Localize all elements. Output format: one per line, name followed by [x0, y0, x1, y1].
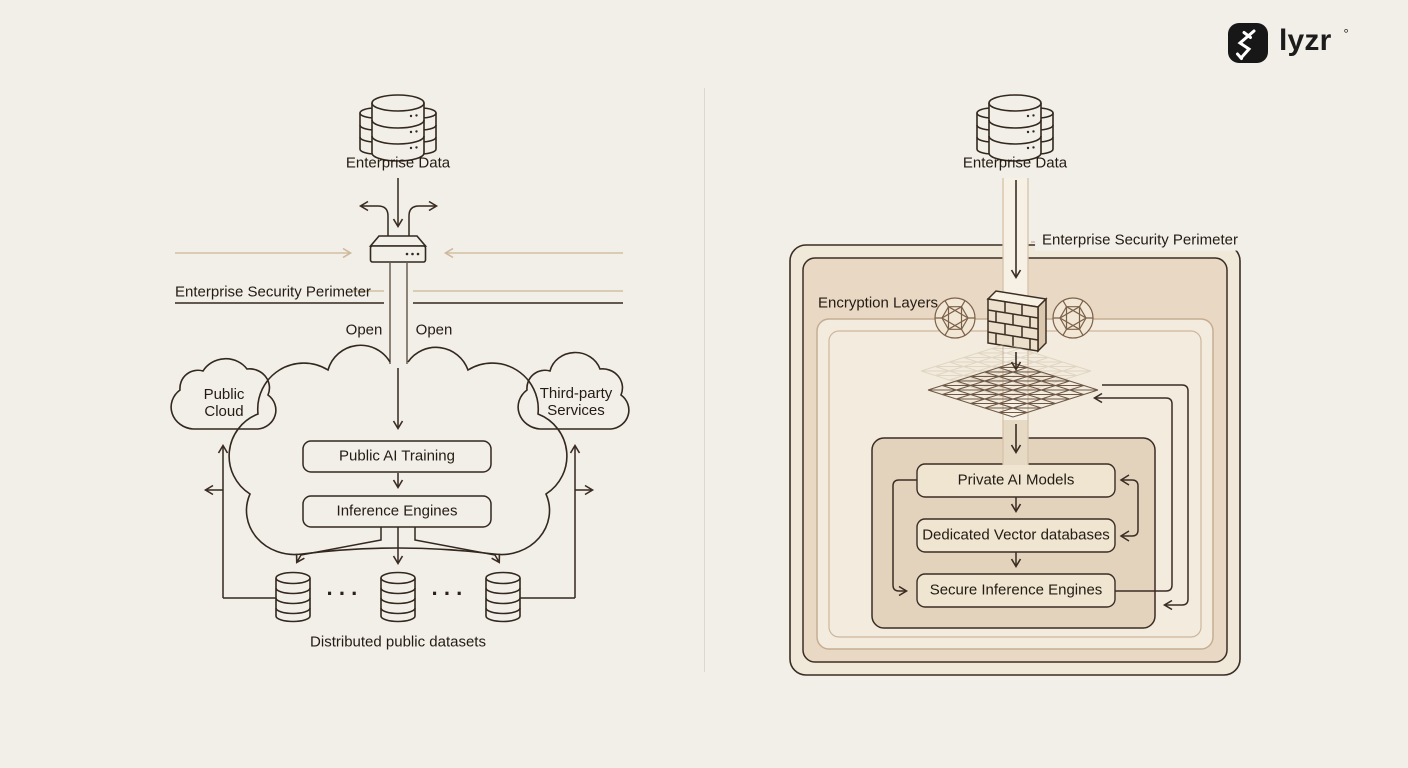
data-split-arrows — [358, 178, 439, 238]
open-gap-label-left: Open — [345, 321, 383, 339]
brand-registered-mark: ° — [1343, 25, 1349, 41]
lyzr-glyph-icon — [1228, 23, 1268, 63]
firewall-icon — [986, 290, 1048, 353]
secure-inference-label: Secure Inference Engines — [929, 581, 1103, 599]
enterprise-data-icon — [359, 94, 437, 162]
open-gap-label-right: Open — [415, 321, 453, 339]
side-loop-lines — [203, 443, 595, 599]
dataset-db-icon — [275, 571, 311, 623]
third-party-label: Third-party Services — [539, 385, 613, 419]
left-open-architecture-diagram — [170, 94, 630, 623]
ellipsis-right: ··· — [431, 581, 469, 606]
enterprise-data-label: Enterprise Data — [962, 154, 1068, 172]
secure-flow-arrows — [892, 384, 1189, 611]
perimeter-label-right: Enterprise Security Perimeter — [1035, 231, 1245, 251]
enterprise-data-icon — [976, 94, 1054, 162]
panel-divider — [704, 88, 705, 672]
public-ai-training-label: Public AI Training — [339, 447, 455, 465]
encryption-layers-label: Encryption Layers — [818, 294, 939, 312]
encryption-gem-icon — [1052, 297, 1094, 339]
ellipsis-left: ··· — [326, 581, 364, 606]
brand-wordmark: lyzr — [1279, 24, 1332, 57]
dataset-db-icon — [380, 571, 416, 623]
private-ai-models-label: Private AI Models — [957, 471, 1075, 489]
data-pipe-lines — [389, 263, 408, 364]
dataset-db-icon — [485, 571, 521, 623]
right-secure-architecture-diagram — [789, 94, 1241, 676]
inference-engines-node — [302, 495, 492, 528]
inference-engines-label: Inference Engines — [336, 502, 458, 520]
brand-logo: lyzr ° — [1228, 23, 1349, 63]
vector-databases-label: Dedicated Vector databases — [922, 526, 1110, 544]
public-cloud-icon — [170, 357, 277, 430]
network-switch-icon — [368, 235, 428, 263]
perimeter-label-left: Enterprise Security Perimeter — [175, 283, 371, 301]
cloud-flow-arrows — [295, 368, 501, 566]
encryption-gem-icon — [934, 297, 976, 339]
public-ai-training-node — [302, 440, 492, 473]
enterprise-data-label: Enterprise Data — [345, 154, 451, 172]
third-party-cloud-icon — [517, 351, 630, 430]
public-cloud-label: Public Cloud — [203, 386, 245, 420]
distributed-datasets-label: Distributed public datasets — [310, 633, 486, 651]
